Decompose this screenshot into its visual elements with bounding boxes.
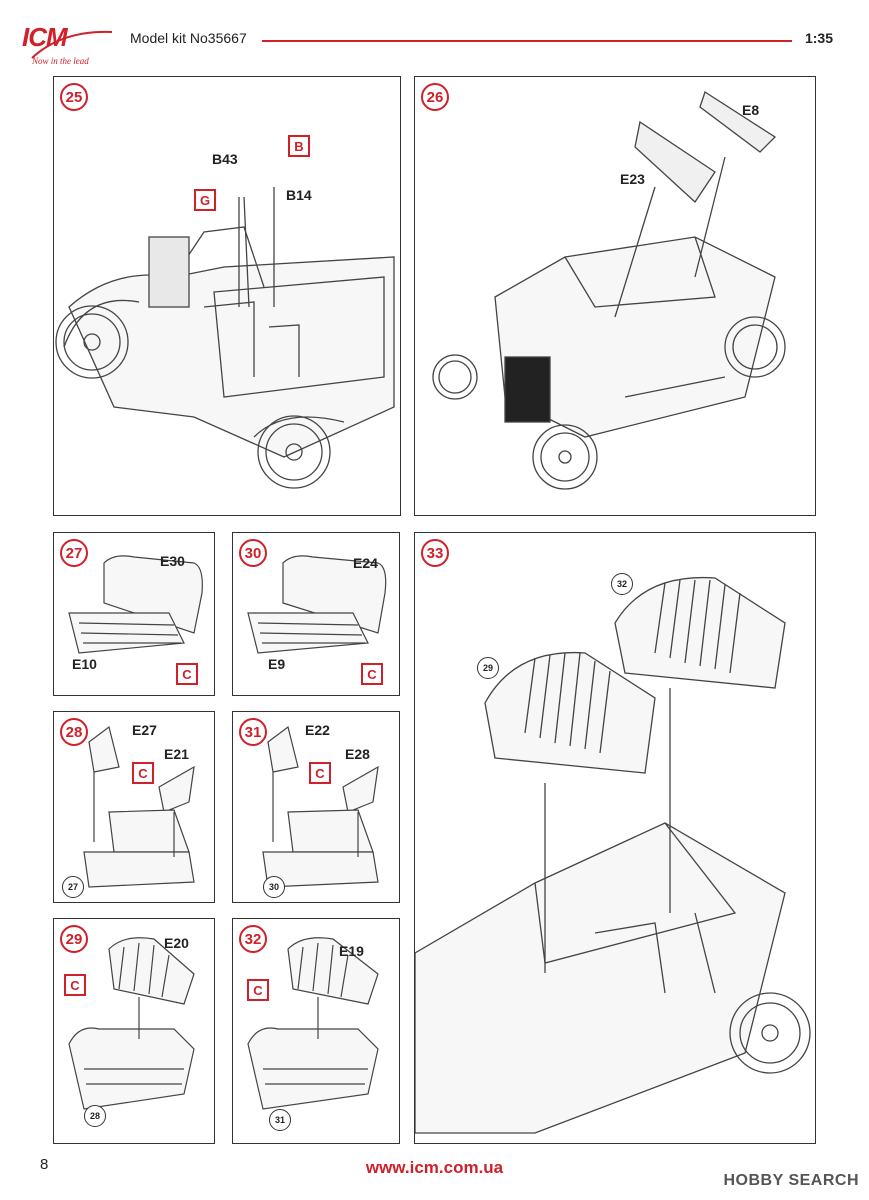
sprue-tag: G <box>194 189 216 211</box>
step-32-panel: 32 E19 C 31 <box>232 918 400 1144</box>
page-number: 8 <box>40 1156 49 1173</box>
step-reference-badge: 32 <box>611 573 633 595</box>
part-label: E21 <box>164 746 189 762</box>
seat-upholstery-illustration <box>247 937 379 1110</box>
step-reference-badge: 28 <box>84 1105 106 1127</box>
step-27-panel: 27 E30 E10 C <box>53 532 215 696</box>
sprue-tag: C <box>247 979 269 1001</box>
part-label: E22 <box>305 722 330 738</box>
part-label: E9 <box>268 656 286 672</box>
step-29-panel: 29 E20 C 28 <box>53 918 215 1144</box>
kit-title: Model kit No35667 <box>130 30 247 46</box>
step-reference-badge: 30 <box>263 876 285 898</box>
step-number: 25 <box>60 83 88 111</box>
part-label: E30 <box>160 553 185 569</box>
seat-side-panels-illustration <box>83 725 195 888</box>
part-label: E20 <box>164 935 189 951</box>
part-label: E28 <box>345 746 370 762</box>
part-label: E27 <box>132 722 157 738</box>
step-30-panel: 30 E24 E9 C <box>232 532 400 696</box>
car-body-illustration <box>432 91 786 490</box>
part-label: E24 <box>353 555 378 571</box>
header-divider <box>262 40 792 42</box>
part-label: E19 <box>339 943 364 959</box>
step-reference-badge: 29 <box>477 657 499 679</box>
car-chassis-illustration <box>55 187 395 489</box>
step-25-panel: 25 B43 B14 B G <box>53 76 401 516</box>
sprue-tag: C <box>309 762 331 784</box>
step-33-panel: 33 32 29 <box>414 532 816 1144</box>
website-url: www.icm.com.ua <box>365 1158 504 1177</box>
sprue-tag: C <box>176 663 198 685</box>
step-number: 33 <box>421 539 449 567</box>
part-label: B43 <box>212 151 238 167</box>
watermark: HOBBY SEARCH <box>723 1172 859 1189</box>
step-reference-badge: 31 <box>269 1109 291 1131</box>
page-header: ICM Now in the lead Model kit No35667 1:… <box>0 0 869 80</box>
rear-seat-illustration <box>68 555 203 654</box>
step-number: 32 <box>239 925 267 953</box>
rear-seat-illustration <box>247 555 387 654</box>
step-number: 30 <box>239 539 267 567</box>
part-label: E10 <box>72 656 97 672</box>
step-26-panel: 26 E8 E23 <box>414 76 816 516</box>
step-number: 29 <box>60 925 88 953</box>
part-label: E8 <box>742 102 760 118</box>
step-number: 28 <box>60 718 88 746</box>
step-31-panel: 31 E22 E28 C 30 <box>232 711 400 903</box>
step-number: 31 <box>239 718 267 746</box>
seat-upholstery-illustration <box>68 937 195 1110</box>
sprue-tag: C <box>132 762 154 784</box>
part-label: E23 <box>620 171 645 187</box>
sprue-tag: B <box>288 135 310 157</box>
step-number: 26 <box>421 83 449 111</box>
step-reference-badge: 27 <box>62 876 84 898</box>
step-28-panel: 28 E27 E21 C 27 <box>53 711 215 903</box>
sprue-tag: C <box>64 974 86 996</box>
sprue-tag: C <box>361 663 383 685</box>
step-number: 27 <box>60 539 88 567</box>
part-label: B14 <box>286 187 312 203</box>
scale-label: 1:35 <box>804 30 833 46</box>
seat-side-panels-illustration <box>262 725 379 888</box>
seat-installation-illustration <box>415 576 811 1134</box>
logo-text: ICM <box>22 22 68 52</box>
logo-tagline: Now in the lead <box>32 56 89 66</box>
icm-logo-icon <box>31 30 113 59</box>
